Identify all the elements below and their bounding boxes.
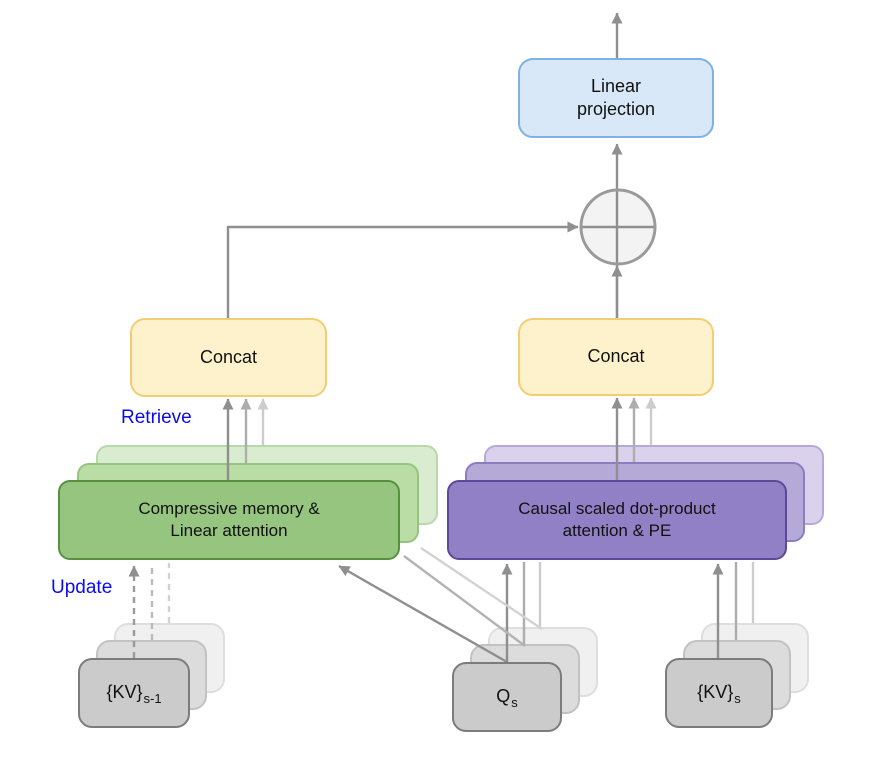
circled-plus-icon — [581, 190, 655, 264]
concat-left-box: Concat — [130, 318, 327, 397]
query-subscript: s — [511, 695, 518, 711]
compressive-memory-label-line2: Linear attention — [170, 521, 288, 540]
linear-projection-label-line1: Linear — [590, 75, 642, 96]
circled-plus-outline — [579, 188, 657, 266]
kv-current-label: {KV} — [697, 682, 734, 703]
compressive-memory-label-line1: Compressive memory & — [138, 499, 320, 519]
causal-attention-box: Causal scaled dot-product attention & PE — [447, 480, 787, 560]
kv-prev-label: {KV} — [106, 682, 143, 703]
update-label: Update — [51, 577, 113, 598]
concat-right-label: Concat — [587, 346, 645, 367]
retrieve-label: Retrieve — [121, 407, 192, 428]
residual-sum-connector — [226, 143, 654, 318]
concat-left-label: Concat — [199, 346, 258, 367]
query-label: Q — [496, 686, 511, 707]
kv-prev-box: {KV}s-1 — [78, 658, 190, 728]
kv-current-box: {KV}s — [665, 658, 773, 728]
kv-current-subscript: s — [734, 691, 741, 707]
compressive-memory-box: Compressive memory & Linear attention — [58, 480, 400, 560]
linear-projection-label-line2: projection — [576, 99, 656, 119]
causal-attention-label-line2: attention & PE — [562, 521, 672, 540]
causal-attention-label-line1: Causal scaled dot-product — [518, 499, 716, 519]
kv-prev-subscript: s-1 — [143, 691, 162, 707]
concat-right-box: Concat — [518, 318, 714, 396]
linear-projection-box: Linear projection — [518, 58, 714, 138]
